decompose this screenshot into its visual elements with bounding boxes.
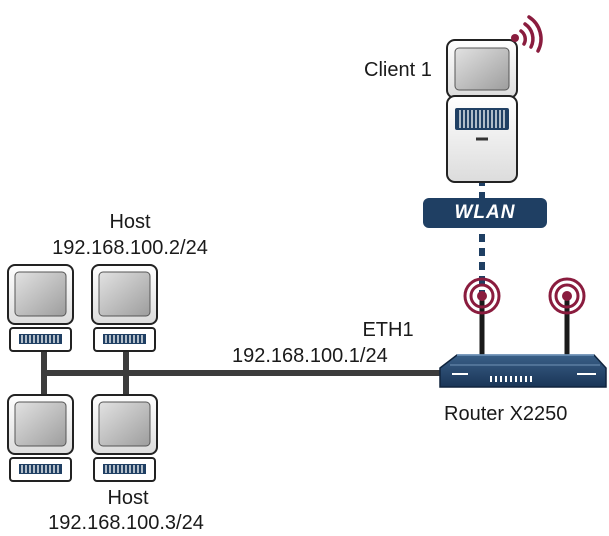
client-label: Client 1 [364,59,432,81]
host-top-title: Host [109,211,151,233]
host-computer[interactable] [91,264,158,352]
router-device[interactable] [439,354,607,388]
router-port-label: ETH1 [362,319,414,341]
router-port-address: 192.168.100.1/24 [232,345,388,367]
host-computer[interactable] [7,264,74,352]
host-computer[interactable] [7,394,74,482]
wifi-signal-icon [511,15,543,53]
host-computer[interactable] [91,394,158,482]
wlan-badge: WLAN [423,198,547,228]
lan-cables [41,350,440,398]
client-laptop[interactable] [446,39,518,183]
router-antenna [463,277,501,360]
router-antenna [548,277,586,360]
host-bottom-title: Host [107,487,149,509]
router-name: Router X2250 [444,403,568,425]
host-top-address: 192.168.100.2/24 [52,237,208,259]
host-bottom-address: 192.168.100.3/24 [48,512,204,534]
